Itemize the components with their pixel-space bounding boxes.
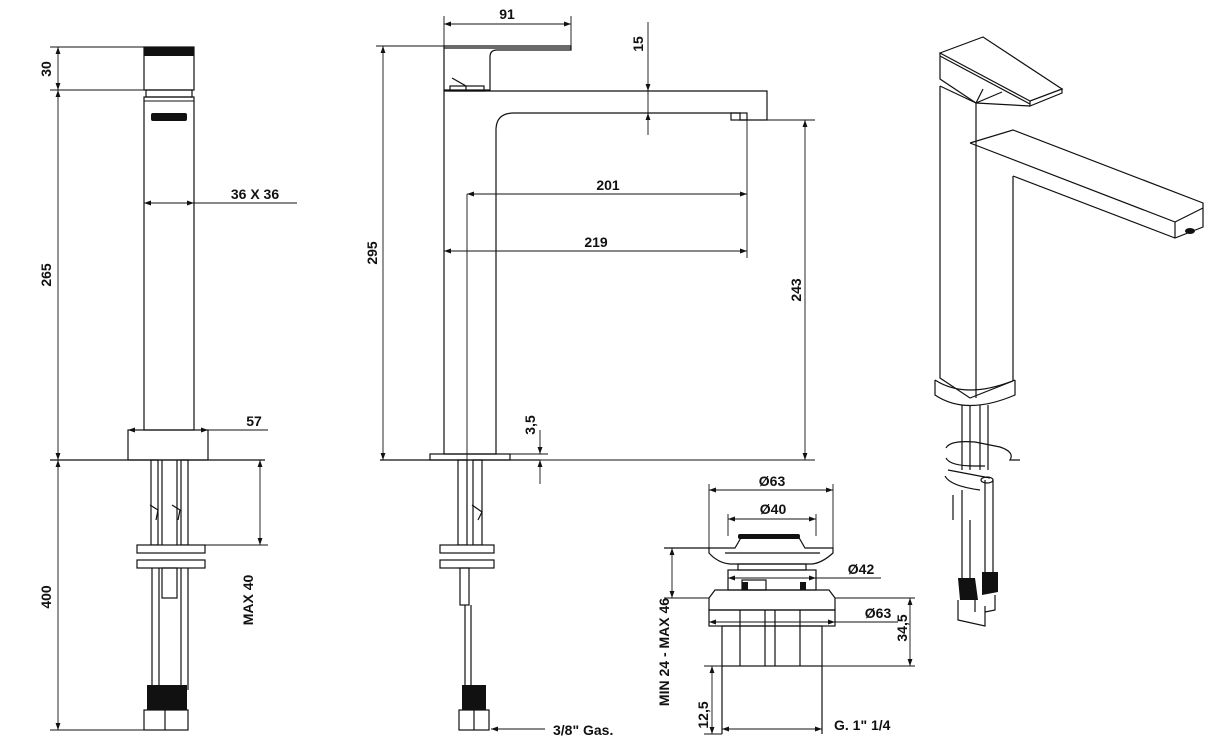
dim-total-height: 295: [364, 241, 380, 265]
side-hoses: [439, 459, 495, 731]
dim-hose-length: 400: [38, 585, 54, 609]
dim-base-thickness: 3,5: [522, 415, 538, 435]
dim-nut-diameter: Ø63: [865, 605, 892, 621]
dim-handle-height: 30: [38, 61, 54, 77]
front-dimensions: 30 265 400 36 X 36 57 MAX 40: [38, 46, 297, 731]
dim-reach-total: 219: [584, 234, 608, 250]
dim-base-width: 57: [246, 413, 262, 429]
dim-thickness-range: MIN 24 - MAX 46: [656, 598, 672, 706]
dim-max-counter: MAX 40: [240, 575, 256, 626]
iso-hoses: [944, 405, 1020, 627]
waste-plug: [708, 534, 834, 565]
dim-spout-height: 243: [788, 278, 804, 302]
waste-dimensions: Ø63 Ø40 Ø42 Ø63 34,5 MIN 24 - MAX 46 12,…: [656, 473, 915, 735]
isometric-view: [934, 36, 1204, 627]
front-handle: [143, 46, 195, 98]
iso-body: [939, 85, 1204, 399]
front-body: [143, 96, 195, 431]
dim-body-height: 265: [38, 263, 54, 287]
side-view: 91 15 295 201 219 243 3,5 3/8" Gas.: [364, 6, 815, 738]
side-base: [380, 453, 548, 461]
dim-lever-height: 15: [630, 36, 646, 52]
dim-reach-inner: 201: [596, 177, 620, 193]
iso-base: [934, 379, 1016, 407]
waste-body: [708, 563, 836, 734]
front-hoses: [136, 459, 206, 731]
front-view: 30 265 400 36 X 36 57 MAX 40: [38, 46, 297, 731]
waste-view: Ø63 Ø40 Ø42 Ø63 34,5 MIN 24 - MAX 46 12,…: [656, 473, 915, 735]
side-body-spout: [443, 90, 768, 455]
side-lever: [443, 45, 572, 92]
dim-body-section: 36 X 36: [231, 186, 279, 202]
connection-label: 3/8" Gas.: [553, 722, 613, 738]
thread-label: G. 1" 1/4: [834, 717, 891, 733]
dim-plug-diameter: Ø40: [760, 501, 787, 517]
front-base: [127, 429, 209, 461]
dim-lever-length: 91: [499, 6, 515, 22]
dim-flange-diameter: Ø63: [759, 473, 786, 489]
dim-thread-length: 12,5: [695, 701, 711, 728]
iso-handle: [938, 36, 1064, 107]
dim-hole-diameter: Ø42: [848, 561, 875, 577]
side-dimensions: 91 15 295 201 219 243 3,5 3/8" Gas.: [364, 6, 815, 738]
dim-nut-height: 34,5: [894, 614, 910, 641]
